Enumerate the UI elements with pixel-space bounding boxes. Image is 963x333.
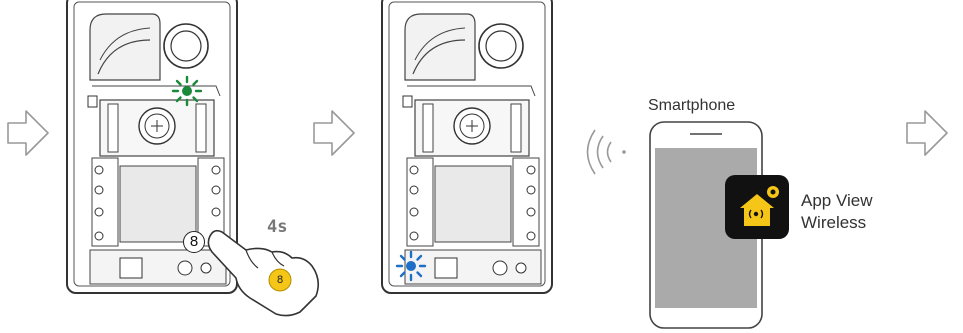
app-view-wireless-icon xyxy=(725,175,789,239)
right-arrow-icon xyxy=(906,110,948,156)
pointing-hand-icon xyxy=(207,229,320,317)
app-name-line2: Wireless xyxy=(801,213,867,232)
right-arrow-icon xyxy=(313,110,355,156)
wireless-signal-icon xyxy=(586,129,626,175)
finger-badge-8: 8 xyxy=(276,274,284,286)
right-arrow-icon xyxy=(7,110,49,156)
press-duration-label: 4s xyxy=(267,217,288,237)
app-name-line1: App View xyxy=(801,191,873,210)
led-blink-icon xyxy=(395,250,427,282)
app-name-label: App View Wireless xyxy=(801,190,873,234)
led-blink-icon xyxy=(171,75,203,107)
intercom-panel-step1 xyxy=(66,0,238,294)
smartphone xyxy=(649,121,763,329)
smartphone-label: Smartphone xyxy=(648,97,736,114)
intercom-panel-step2 xyxy=(381,0,553,294)
button-8-marker: 8 xyxy=(183,231,205,253)
